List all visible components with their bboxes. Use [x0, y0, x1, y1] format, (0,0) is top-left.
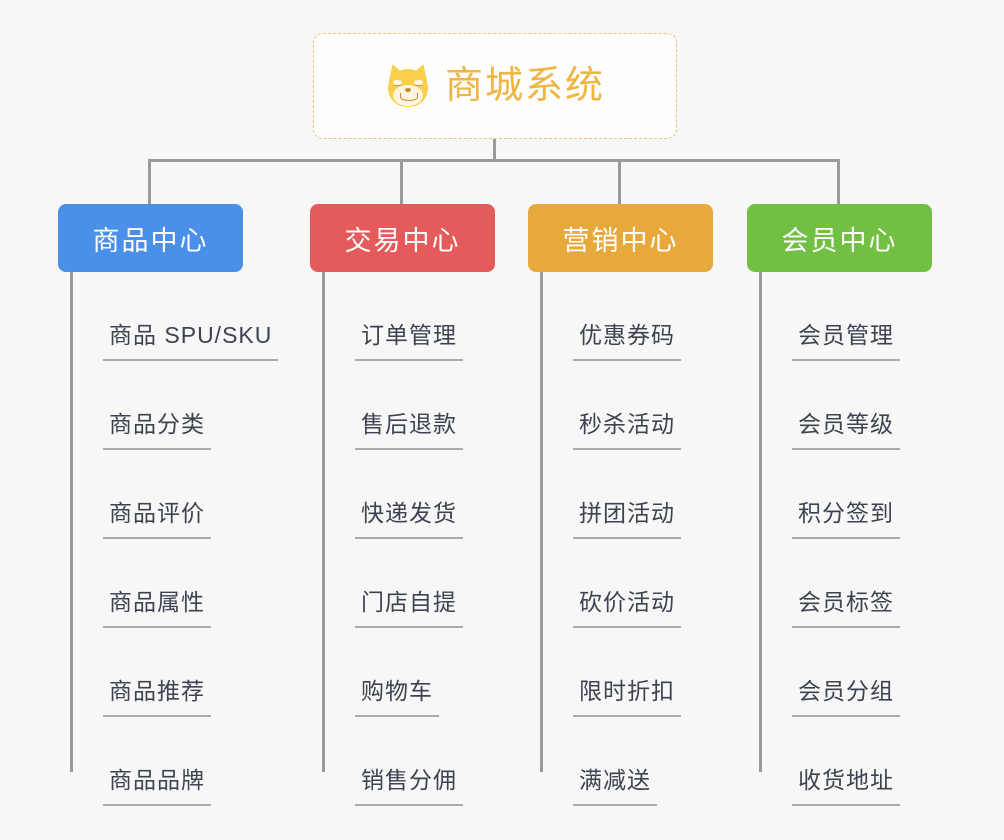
- leaf-label: 商品推荐: [103, 672, 211, 717]
- list-item[interactable]: 售后退款: [310, 361, 540, 450]
- leaf-label: 订单管理: [355, 316, 463, 361]
- leaf-label: 商品品牌: [103, 761, 211, 806]
- list-item[interactable]: 优惠券码: [528, 272, 758, 361]
- connector-horizontal-bus: [148, 159, 840, 162]
- leaf-label: 会员分组: [792, 672, 900, 717]
- list-item[interactable]: 会员分组: [747, 628, 977, 717]
- connector-drop-column-3: [618, 159, 621, 204]
- list-item[interactable]: 会员等级: [747, 361, 977, 450]
- list-item[interactable]: 商品推荐: [58, 628, 318, 717]
- list-item[interactable]: 快递发货: [310, 450, 540, 539]
- list-item[interactable]: 订单管理: [310, 272, 540, 361]
- leaf-label: 秒杀活动: [573, 405, 681, 450]
- category-header-marketing-center[interactable]: 营销中心: [528, 204, 713, 272]
- leaf-list-member-center: 会员管理 会员等级 积分签到 会员标签 会员分组 收货地址: [747, 272, 977, 806]
- list-item[interactable]: 砍价活动: [528, 539, 758, 628]
- list-item[interactable]: 商品 SPU/SKU: [58, 272, 318, 361]
- column-product-center: 商品中心 商品 SPU/SKU 商品分类 商品评价 商品属性 商品推荐 商品品牌: [58, 204, 318, 806]
- category-header-trade-center[interactable]: 交易中心: [310, 204, 495, 272]
- leaf-label: 商品属性: [103, 583, 211, 628]
- leaf-label: 销售分佣: [355, 761, 463, 806]
- list-item[interactable]: 拼团活动: [528, 450, 758, 539]
- leaf-label: 收货地址: [792, 761, 900, 806]
- connector-root-stem: [493, 139, 496, 161]
- list-item[interactable]: 收货地址: [747, 717, 977, 806]
- connector-drop-column-1: [148, 159, 151, 204]
- leaf-label: 满减送: [573, 761, 657, 806]
- leaf-label: 优惠券码: [573, 316, 681, 361]
- category-header-product-center[interactable]: 商品中心: [58, 204, 243, 272]
- leaf-label: 会员管理: [792, 316, 900, 361]
- leaf-label: 拼团活动: [573, 494, 681, 539]
- category-header-member-center[interactable]: 会员中心: [747, 204, 932, 272]
- list-item[interactable]: 积分签到: [747, 450, 977, 539]
- list-item[interactable]: 满减送: [528, 717, 758, 806]
- list-item[interactable]: 秒杀活动: [528, 361, 758, 450]
- list-item[interactable]: 门店自提: [310, 539, 540, 628]
- leaf-label: 积分签到: [792, 494, 900, 539]
- connector-drop-column-4: [837, 159, 840, 204]
- leaf-label: 砍价活动: [573, 583, 681, 628]
- list-item[interactable]: 购物车: [310, 628, 540, 717]
- shiba-inu-icon: [384, 61, 432, 109]
- leaf-label: 会员标签: [792, 583, 900, 628]
- list-item[interactable]: 商品属性: [58, 539, 318, 628]
- root-node-mall-system[interactable]: 商城系统: [313, 33, 677, 139]
- list-item[interactable]: 销售分佣: [310, 717, 540, 806]
- leaf-label: 门店自提: [355, 583, 463, 628]
- leaf-list-marketing-center: 优惠券码 秒杀活动 拼团活动 砍价活动 限时折扣 满减送: [528, 272, 758, 806]
- list-item[interactable]: 商品评价: [58, 450, 318, 539]
- column-trade-center: 交易中心 订单管理 售后退款 快递发货 门店自提 购物车 销售分佣: [310, 204, 540, 806]
- column-marketing-center: 营销中心 优惠券码 秒杀活动 拼团活动 砍价活动 限时折扣 满减送: [528, 204, 758, 806]
- connector-drop-column-2: [400, 159, 403, 204]
- column-member-center: 会员中心 会员管理 会员等级 积分签到 会员标签 会员分组 收货地址: [747, 204, 977, 806]
- list-item[interactable]: 商品品牌: [58, 717, 318, 806]
- leaf-list-product-center: 商品 SPU/SKU 商品分类 商品评价 商品属性 商品推荐 商品品牌: [58, 272, 318, 806]
- leaf-label: 快递发货: [355, 494, 463, 539]
- leaf-label: 商品 SPU/SKU: [103, 316, 279, 361]
- list-item[interactable]: 会员管理: [747, 272, 977, 361]
- list-item[interactable]: 限时折扣: [528, 628, 758, 717]
- leaf-label: 商品评价: [103, 494, 211, 539]
- leaf-label: 售后退款: [355, 405, 463, 450]
- list-item[interactable]: 商品分类: [58, 361, 318, 450]
- root-title: 商城系统: [444, 65, 605, 107]
- leaf-label: 商品分类: [103, 405, 211, 450]
- leaf-label: 购物车: [355, 672, 439, 717]
- leaf-label: 限时折扣: [573, 672, 681, 717]
- leaf-list-trade-center: 订单管理 售后退款 快递发货 门店自提 购物车 销售分佣: [310, 272, 540, 806]
- list-item[interactable]: 会员标签: [747, 539, 977, 628]
- leaf-label: 会员等级: [792, 405, 900, 450]
